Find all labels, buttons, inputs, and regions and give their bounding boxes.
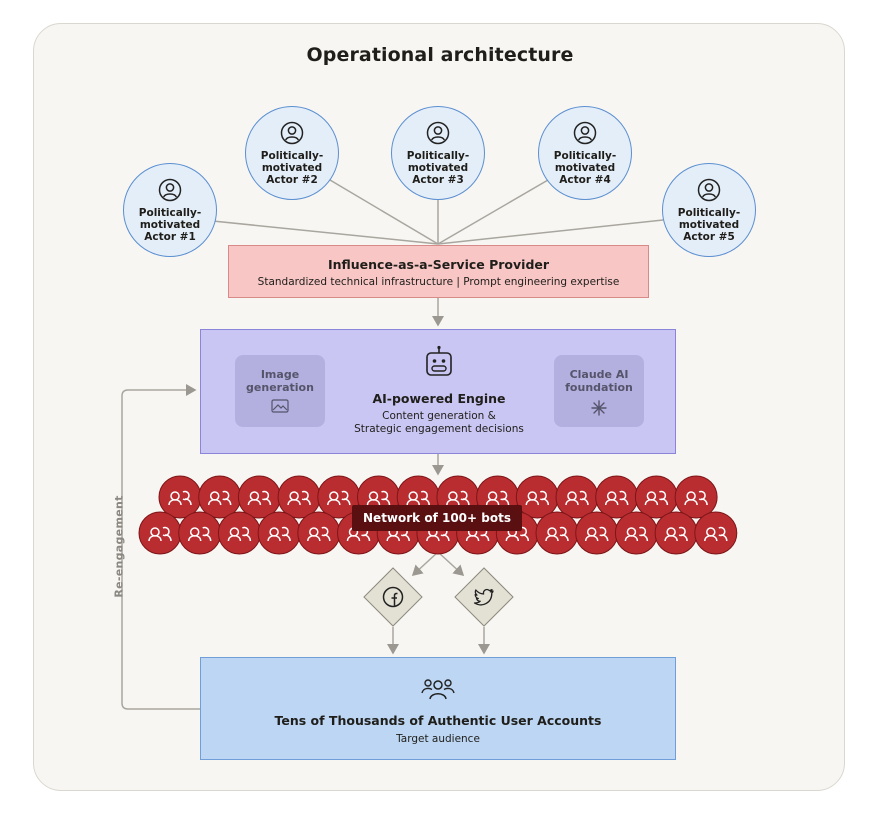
bot-node <box>674 475 718 519</box>
actor-3: Politically-motivated Actor #3 <box>391 106 485 200</box>
robot-icon <box>426 345 452 376</box>
bot-users-icon <box>366 490 391 506</box>
actor-label: Politically-motivated Actor #5 <box>677 206 741 243</box>
bot-users-icon <box>545 526 569 542</box>
bot-users-icon <box>684 490 708 506</box>
bot-users-icon <box>386 526 410 542</box>
bot-users-icon <box>465 526 490 542</box>
bot-users-icon <box>664 526 688 542</box>
actor-label: Politically-motivated Actor #2 <box>260 149 324 186</box>
user-icon <box>697 178 721 201</box>
bot-node <box>535 511 579 555</box>
bot-users-icon <box>168 490 192 506</box>
bot-users-icon <box>644 490 669 506</box>
bot-users-icon <box>187 526 212 542</box>
bot-node <box>297 511 341 555</box>
actor-1: Politically-motivated Actor #1 <box>123 163 217 257</box>
bot-node <box>217 511 261 555</box>
bot-users-icon <box>485 490 510 506</box>
reengagement-loop <box>121 384 200 710</box>
bot-node <box>198 475 242 519</box>
bot-users-icon <box>148 526 172 542</box>
bot-node <box>654 511 698 555</box>
provider-title: Influence-as-a-Service Provider <box>327 257 550 272</box>
bot-node <box>237 475 281 519</box>
image-generation-box: Image generation <box>235 355 325 427</box>
bot-users-icon <box>446 490 470 506</box>
bot-users-icon <box>267 526 291 542</box>
bot-users-icon <box>287 490 311 506</box>
bot-users-icon <box>604 490 629 506</box>
claude-spark-icon <box>591 400 607 416</box>
bot-node <box>634 475 678 519</box>
bot-node <box>178 511 222 555</box>
user-icon <box>280 121 304 144</box>
bot-users-icon <box>505 526 530 542</box>
user-icon <box>158 178 182 201</box>
actor-label: Politically-motivated Actor #1 <box>138 206 202 243</box>
bot-users-icon <box>327 490 351 506</box>
bot-node <box>138 511 182 555</box>
actor-5: Politically-motivated Actor #5 <box>662 163 756 257</box>
bot-users-icon <box>565 490 589 506</box>
bot-users-icon <box>227 526 252 542</box>
engine-center: AI-powered Engine Content generation & S… <box>321 345 557 436</box>
actor5-link <box>437 219 664 245</box>
network-to-facebook-arrow <box>411 551 439 577</box>
bot-users-icon <box>704 526 728 542</box>
bot-users-icon <box>426 526 450 542</box>
actor1-link <box>202 219 439 245</box>
bot-node <box>158 475 202 519</box>
network-label: Network of 100+ bots <box>352 505 522 531</box>
twitter-icon <box>473 588 494 606</box>
reengagement-label: Re-engagement <box>112 495 126 598</box>
bot-users-icon <box>584 526 609 542</box>
actor-label: Politically-motivated Actor #3 <box>406 149 470 186</box>
bot-node <box>555 475 599 519</box>
claude-foundation-label: Claude AI foundation <box>565 368 633 394</box>
bot-users-icon <box>406 490 430 506</box>
audience-title: Tens of Thousands of Authentic User Acco… <box>274 713 602 728</box>
claude-foundation-box: Claude AI foundation <box>554 355 644 427</box>
engine-subtitle-1: Content generation & <box>382 410 496 422</box>
actor4-link <box>437 179 549 245</box>
actor-4: Politically-motivated Actor #4 <box>538 106 632 200</box>
bot-node <box>515 475 559 519</box>
target-audience-box: Tens of Thousands of Authentic User Acco… <box>200 657 676 760</box>
actor2-link <box>329 179 439 245</box>
bot-node <box>575 511 619 555</box>
group-icon <box>421 679 455 700</box>
bot-users-icon <box>525 490 550 506</box>
bot-node <box>694 511 738 555</box>
engine-subtitle-2: Strategic engagement decisions <box>354 423 524 435</box>
bot-users-icon <box>624 526 649 542</box>
facebook-icon <box>382 586 404 608</box>
diagram-title: Operational architecture <box>306 44 574 66</box>
service-provider-box: Influence-as-a-Service Provider Standard… <box>228 245 649 298</box>
user-icon <box>426 121 450 144</box>
actor-2: Politically-motivated Actor #2 <box>245 106 339 200</box>
bot-users-icon <box>307 526 331 542</box>
provider-subtitle: Standardized technical infrastructure | … <box>257 276 620 288</box>
bot-users-icon <box>247 490 272 506</box>
bot-node <box>614 511 658 555</box>
bot-node <box>257 511 301 555</box>
ai-engine-box: Image generation AI-powered Engine Conte… <box>200 329 676 454</box>
bot-users-icon <box>207 490 232 506</box>
bot-node <box>277 475 321 519</box>
actor-label: Politically-motivated Actor #4 <box>553 149 617 186</box>
engine-title: AI-powered Engine <box>372 391 506 406</box>
audience-subtitle: Target audience <box>396 733 480 745</box>
image-icon <box>271 399 289 413</box>
bot-users-icon <box>346 526 371 542</box>
bot-node <box>595 475 639 519</box>
image-generation-label: Image generation <box>246 368 314 394</box>
user-icon <box>573 121 597 144</box>
network-to-twitter-arrow <box>437 551 465 577</box>
